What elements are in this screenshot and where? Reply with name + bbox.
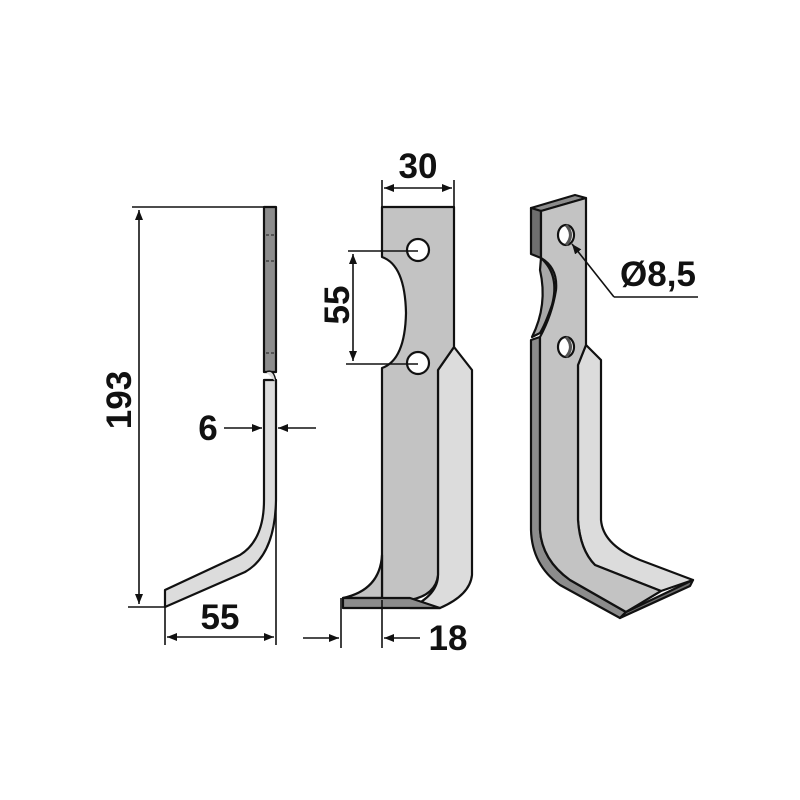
- perspective-main-face: [538, 196, 663, 614]
- side-view: 193 6 55: [100, 205, 316, 645]
- perspective-bevel-face: [576, 343, 695, 593]
- dimension-bend-label: 55: [201, 598, 240, 637]
- dimension-hole-spacing-label: 55: [318, 286, 357, 325]
- dimension-edge-label: 18: [429, 619, 468, 658]
- mounting-hole-top: [405, 237, 431, 263]
- front-cutting-edge: [341, 596, 442, 610]
- perspective-view: Ø8,5: [529, 193, 698, 620]
- dimension-height-label: 193: [100, 371, 139, 429]
- dimension-thickness-label: 6: [198, 409, 217, 448]
- dimension-hole-diameter-label: Ø8,5: [620, 255, 696, 294]
- dimension-width-label: 30: [399, 147, 438, 186]
- side-bent-section: [163, 378, 278, 609]
- side-upper-section: [262, 205, 278, 374]
- hole-diameter-arrow: [571, 243, 615, 298]
- mounting-hole-bottom: [405, 350, 431, 376]
- front-view: 30 55 18: [303, 147, 474, 658]
- front-main-body: [380, 205, 456, 602]
